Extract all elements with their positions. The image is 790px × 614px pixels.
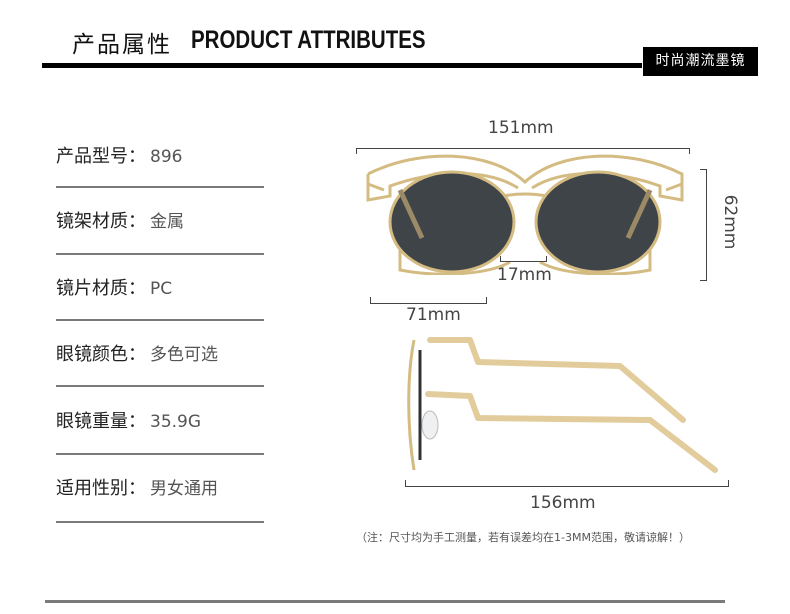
attribute-label: 眼镜重量： [56,411,146,432]
attribute-divider [56,521,264,523]
attribute-row-gender: 适用性别：男女通用 [56,472,264,523]
attribute-value: 男女通用 [150,479,218,499]
total-width-label: 151mm [488,118,554,138]
measurement-note: （注：尺寸均为手工测量，若有误差均在1-3MM范围，敬请谅解！） [356,531,690,544]
attribute-label: 产品型号： [56,146,146,167]
header-divider [42,63,642,68]
lens-width-label: 71mm [406,305,461,325]
lens-width-tick-right [486,297,487,304]
attribute-value: 896 [150,147,183,167]
bridge-width-label: 17mm [497,265,552,285]
section-title-cn: 产品属性 [72,32,172,58]
attribute-label: 镜片材质： [56,278,146,299]
attribute-value: PC [150,279,173,299]
temple-tick-right [728,480,729,487]
glasses-side-illustration [407,337,718,473]
temple-length-label: 156mm [530,493,596,513]
lens-width-line [370,303,487,304]
attribute-row-frame-material: 镜架材质：金属 [56,205,264,255]
attribute-row-weight: 眼镜重量：35.9G [56,405,264,455]
category-badge: 时尚潮流墨镜 [643,47,758,76]
section-title-en: PRODUCT ATTRIBUTES [191,26,426,54]
lens-height-tick-top [700,169,707,170]
temple-tick-left [405,480,406,487]
total-width-line [356,148,690,149]
attribute-row-model: 产品型号：896 [56,140,264,188]
attribute-row-color: 眼镜颜色：多色可选 [56,338,264,387]
total-width-tick-left [356,148,357,154]
lens-height-label: 62mm [720,194,740,250]
attribute-divider [56,186,264,188]
bridge-width-line [500,261,546,262]
attribute-divider [56,385,264,387]
lens-width-tick-left [370,297,371,304]
footer-divider [45,600,725,603]
attribute-divider [56,253,264,255]
attribute-value: 35.9G [150,412,202,432]
attribute-row-lens-material: 镜片材质：PC [56,272,264,321]
temple-length-line [405,486,729,487]
bridge-tick-right [546,256,547,262]
attribute-divider [56,319,264,321]
bridge-tick-left [500,256,501,262]
attribute-label: 镜架材质： [56,211,146,232]
glasses-front-illustration [366,154,684,275]
attribute-divider [56,453,264,455]
total-width-tick-right [689,148,690,154]
lens-height-tick-bottom [700,280,707,281]
attribute-value: 金属 [150,212,184,232]
attribute-label: 适用性别： [56,478,146,499]
attribute-value: 多色可选 [150,345,218,365]
lens-height-line [706,169,707,281]
attribute-label: 眼镜颜色： [56,344,146,365]
